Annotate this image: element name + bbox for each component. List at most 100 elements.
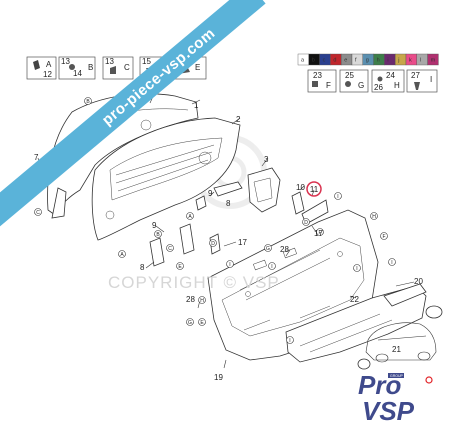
color-swatch-label-j: j (397, 58, 399, 64)
color-swatch-label-d: d (333, 58, 336, 64)
circle-ref-I2: I (268, 262, 276, 270)
svg-text:I: I (337, 194, 338, 200)
svg-text:H: H (394, 81, 400, 90)
fastener-key-13-C: 13 C (102, 56, 134, 80)
svg-text:14: 14 (73, 69, 82, 78)
color-swatch-j (395, 53, 407, 66)
circle-ref-H: H (370, 212, 378, 220)
callout-9a: 9 (208, 189, 213, 198)
svg-text:C: C (124, 63, 130, 72)
svg-text:H: H (372, 214, 376, 220)
color-swatch-label-l: l (420, 58, 421, 64)
svg-text:24: 24 (386, 71, 395, 80)
svg-text:25: 25 (345, 71, 354, 80)
svg-text:13: 13 (61, 57, 70, 66)
callout-1: 1 (194, 101, 199, 110)
color-swatch-label-c: c (323, 58, 326, 64)
svg-text:15: 15 (142, 57, 151, 66)
callout-22: 22 (350, 295, 359, 304)
circle-ref-E2: E (198, 318, 206, 326)
callout-7: 7 (34, 153, 39, 162)
callout-28b: 28 (186, 295, 195, 304)
highlight-callout-11: 11 (306, 181, 322, 197)
provsp-logo: Pro VSP GROUP (358, 370, 433, 426)
circle-ref-C: C (34, 208, 42, 216)
logo-line2: VSP (362, 396, 415, 426)
color-swatch-f (351, 53, 364, 66)
svg-text:26: 26 (374, 83, 383, 92)
circle-ref-I: I (226, 260, 234, 268)
svg-text:B: B (88, 63, 93, 72)
svg-text:D: D (304, 220, 308, 226)
circle-ref-I3: I (334, 192, 342, 200)
svg-text:E: E (178, 264, 182, 270)
svg-text:C: C (36, 210, 40, 216)
svg-text:I: I (391, 260, 392, 266)
svg-text:G: G (188, 320, 192, 326)
svg-text:I: I (289, 338, 290, 344)
callout-9b: 9 (152, 221, 157, 230)
color-swatch-label-e: e (344, 58, 347, 64)
fastener-key-23-F: 23 F (307, 69, 337, 93)
circle-ref-F2: F (316, 228, 324, 236)
svg-text:27: 27 (411, 71, 420, 80)
svg-text:B: B (86, 99, 90, 105)
callout-8b: 8 (140, 263, 145, 272)
svg-text:I: I (229, 262, 230, 268)
circle-ref-B: B (84, 97, 92, 105)
circle-ref-G: G (264, 244, 272, 252)
svg-text:12: 12 (43, 70, 52, 79)
color-swatch-label-h: h (377, 58, 380, 64)
callout-8a: 8 (226, 199, 231, 208)
svg-text:13: 13 (105, 57, 114, 66)
part-reflector-20 (383, 283, 443, 319)
part-clips (32, 163, 329, 255)
svg-text:H: H (200, 298, 204, 304)
callout-20: 20 (414, 277, 423, 286)
svg-text:A: A (46, 60, 52, 69)
callout-2: 2 (236, 115, 241, 124)
circle-ref-D: D (209, 239, 217, 247)
circle-ref-I5: I (353, 264, 361, 272)
circle-ref-A2: A (118, 250, 126, 258)
car-illustration (365, 322, 437, 363)
color-swatch-label-g: g (366, 58, 369, 64)
svg-text:G: G (266, 246, 270, 252)
circle-ref-A: A (186, 212, 194, 220)
banner-ribbon (0, 0, 266, 235)
part-bracket-8 (149, 181, 243, 267)
copyright-watermark: COPYRIGHT © VSP (108, 273, 280, 292)
circle-ref-B2: B (154, 230, 162, 238)
color-swatch-label-m: m (431, 58, 436, 64)
logo-accent-dot (425, 376, 433, 384)
fastener-key-24-26-H: 24 26 H (371, 69, 405, 93)
svg-text:G: G (358, 81, 364, 90)
svg-text:C: C (168, 246, 172, 252)
svg-text:I: I (430, 75, 432, 84)
svg-text:D: D (211, 241, 215, 247)
svg-text:B: B (156, 232, 160, 238)
svg-text:A: A (120, 252, 124, 258)
callout-10: 10 (296, 183, 305, 192)
callout-17b: 17 (314, 229, 323, 238)
svg-text:F: F (318, 230, 321, 236)
svg-text:F: F (326, 81, 331, 90)
callout-3: 3 (264, 155, 269, 164)
fastener-key-25-G: 25 G (339, 69, 369, 93)
circle-ref-C2: C (166, 244, 174, 252)
fastener-key-27-I: 27 I (406, 69, 438, 93)
circle-ref-F: F (380, 232, 388, 240)
color-swatch-label-b: b (312, 58, 315, 64)
svg-text:I: I (356, 266, 357, 272)
fastener-keys-right: 23 F 25 G 24 26 H 27 I (307, 69, 438, 93)
part-front-bumper (91, 117, 241, 241)
callout-numbers: 1 2 3 6 7 8 8 9 9 10 17 17 19 20 21 22 2… (34, 86, 423, 382)
circle-ref-I4: I (286, 336, 294, 344)
color-swatch-l (416, 53, 428, 66)
callout-17a: 17 (238, 238, 247, 247)
logo-tagline: GROUP (390, 374, 404, 378)
color-swatch-label-a: a (301, 58, 305, 64)
callout-21: 21 (392, 345, 401, 354)
